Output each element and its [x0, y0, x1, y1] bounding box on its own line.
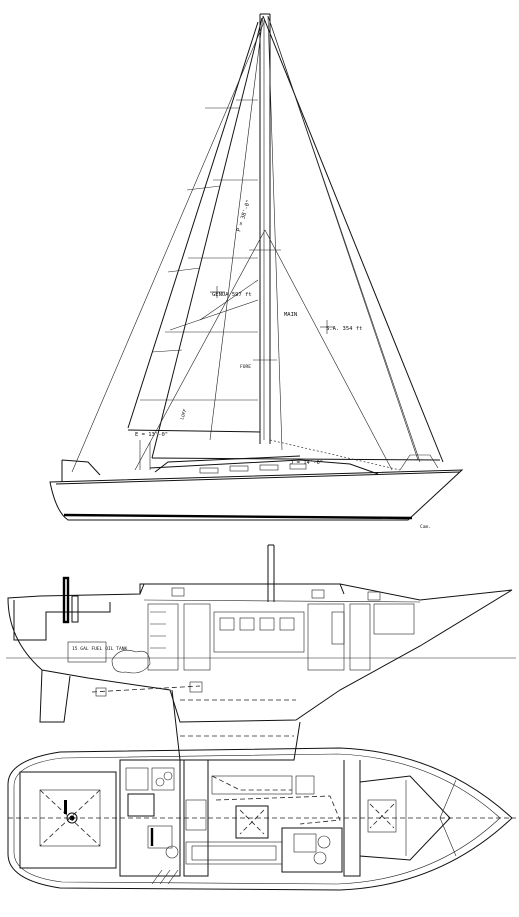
mainsail [127, 21, 261, 433]
mast-height-label: P = 38'-0" [236, 199, 252, 232]
luff-label: LUFF [179, 408, 189, 421]
engine [111, 649, 151, 674]
accommodation-plan [7, 747, 516, 891]
cockpit [19, 771, 117, 869]
ce-label: S.A. 354 ft [326, 326, 362, 332]
cockpit-well [13, 600, 111, 641]
saloon-table [235, 805, 269, 839]
inboard-profile: 15 GAL FUEL OIL TANK [6, 544, 516, 761]
rudder [39, 669, 71, 723]
jib-base-label: J = 14'-6" [290, 460, 323, 466]
hull-profile-sail-plan: Cam. [49, 440, 464, 530]
sail-annotations: P = 38'-0" GENOA 597 ft MAIN S.A. 354 ft… [135, 199, 362, 466]
fore-label: FORE [240, 364, 251, 370]
v-berth [359, 775, 451, 861]
hull-section [7, 583, 513, 723]
main-area-label: MAIN [284, 312, 297, 318]
signature: Cam. [420, 524, 431, 530]
sail-plan: P = 38'-0" GENOA 597 ft MAIN S.A. 354 ft… [49, 13, 464, 530]
fuel-tank-label: 15 GAL FUEL OIL TANK [72, 646, 128, 652]
rigging [71, 15, 421, 473]
genoa-area-label: GENOA 597 ft [212, 292, 252, 298]
mast [249, 13, 281, 444]
jib-sail [151, 15, 444, 463]
keel [171, 689, 301, 761]
deck-outline [7, 747, 513, 891]
fuel-tank [67, 641, 107, 663]
main-foot-label: E = 13'-0" [135, 432, 168, 438]
